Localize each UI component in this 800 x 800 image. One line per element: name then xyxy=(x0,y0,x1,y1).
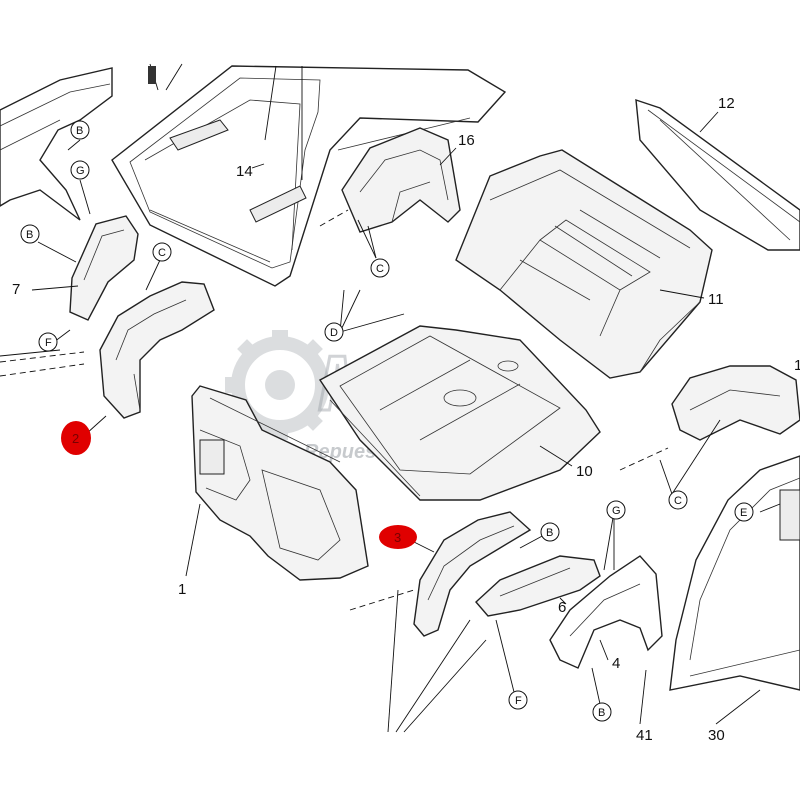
fastener-c-1: C xyxy=(152,242,172,262)
svg-text:C: C xyxy=(158,247,166,259)
part-3-front-arch-liner xyxy=(409,511,532,637)
fastener-leaders xyxy=(0,139,781,733)
part-6-inner-fender-bracket xyxy=(475,555,601,617)
label-part-1: 1 xyxy=(178,581,186,598)
fastener-b-4: B xyxy=(592,702,612,722)
fastener-b-2: B xyxy=(20,224,40,244)
fastener-b-3: B xyxy=(540,522,560,542)
fastener-f-2: F xyxy=(508,690,528,710)
label-part-10: 10 xyxy=(576,463,593,480)
label-part-7: 7 xyxy=(12,281,20,298)
part-4-front-fender xyxy=(549,555,663,669)
part-number-labels: 1 4 6 7 10 11 12 14 16 30 41 1 xyxy=(12,95,800,744)
fastener-c-3: C xyxy=(668,490,688,510)
svg-text:C: C xyxy=(376,263,384,275)
fastener-d-1: D xyxy=(324,322,344,342)
right-body-side xyxy=(669,365,800,691)
fastener-g-2: G xyxy=(606,500,626,520)
label-part-6: 6 xyxy=(558,599,566,616)
svg-text:B: B xyxy=(598,707,605,719)
label-part-11: 11 xyxy=(708,291,724,308)
fastener-f-1: F xyxy=(38,332,58,352)
svg-text:2: 2 xyxy=(72,431,79,446)
fastener-callouts: B G B C F D C C xyxy=(20,120,754,722)
part-10-floor-pan xyxy=(318,325,601,501)
callout-3: 3 xyxy=(379,525,417,549)
svg-text:D: D xyxy=(330,327,338,339)
svg-text:C: C xyxy=(674,495,682,507)
fastener-g-1: G xyxy=(70,160,90,180)
callout-2: 2 xyxy=(61,421,91,455)
svg-text:F: F xyxy=(515,695,522,707)
part-1-front-bulkhead xyxy=(185,385,369,581)
svg-text:F: F xyxy=(45,337,52,349)
part-11-rear-tub xyxy=(455,149,713,379)
highlight-callouts: 2 3 xyxy=(61,421,417,549)
label-part-12: 12 xyxy=(718,95,735,112)
svg-text:B: B xyxy=(546,527,553,539)
front-left-fender xyxy=(0,67,113,221)
fastener-e-1: E xyxy=(734,502,754,522)
svg-text:B: B xyxy=(26,229,33,241)
part-14-windscreen-frame xyxy=(111,63,507,287)
fastener-c-2: C xyxy=(370,258,390,278)
svg-text:G: G xyxy=(612,505,621,517)
label-part-41: 41 xyxy=(636,727,653,744)
part-7-inner-fender-bracket xyxy=(31,215,139,321)
part-12-rear-crossmember xyxy=(635,98,800,251)
svg-text:G: G xyxy=(76,165,85,177)
label-part-30: 30 xyxy=(708,727,725,744)
svg-text:3: 3 xyxy=(394,530,401,545)
svg-text:B: B xyxy=(76,125,83,137)
assembly-lines xyxy=(0,209,669,611)
label-part-4: 4 xyxy=(612,655,620,672)
label-part-14: 14 xyxy=(236,163,253,180)
label-part-1-cut: 1 xyxy=(794,357,800,374)
part-16-arch-liner xyxy=(341,127,461,233)
label-part-16: 16 xyxy=(458,132,475,149)
svg-text:E: E xyxy=(740,507,747,519)
fastener-b-1: B xyxy=(70,120,90,140)
